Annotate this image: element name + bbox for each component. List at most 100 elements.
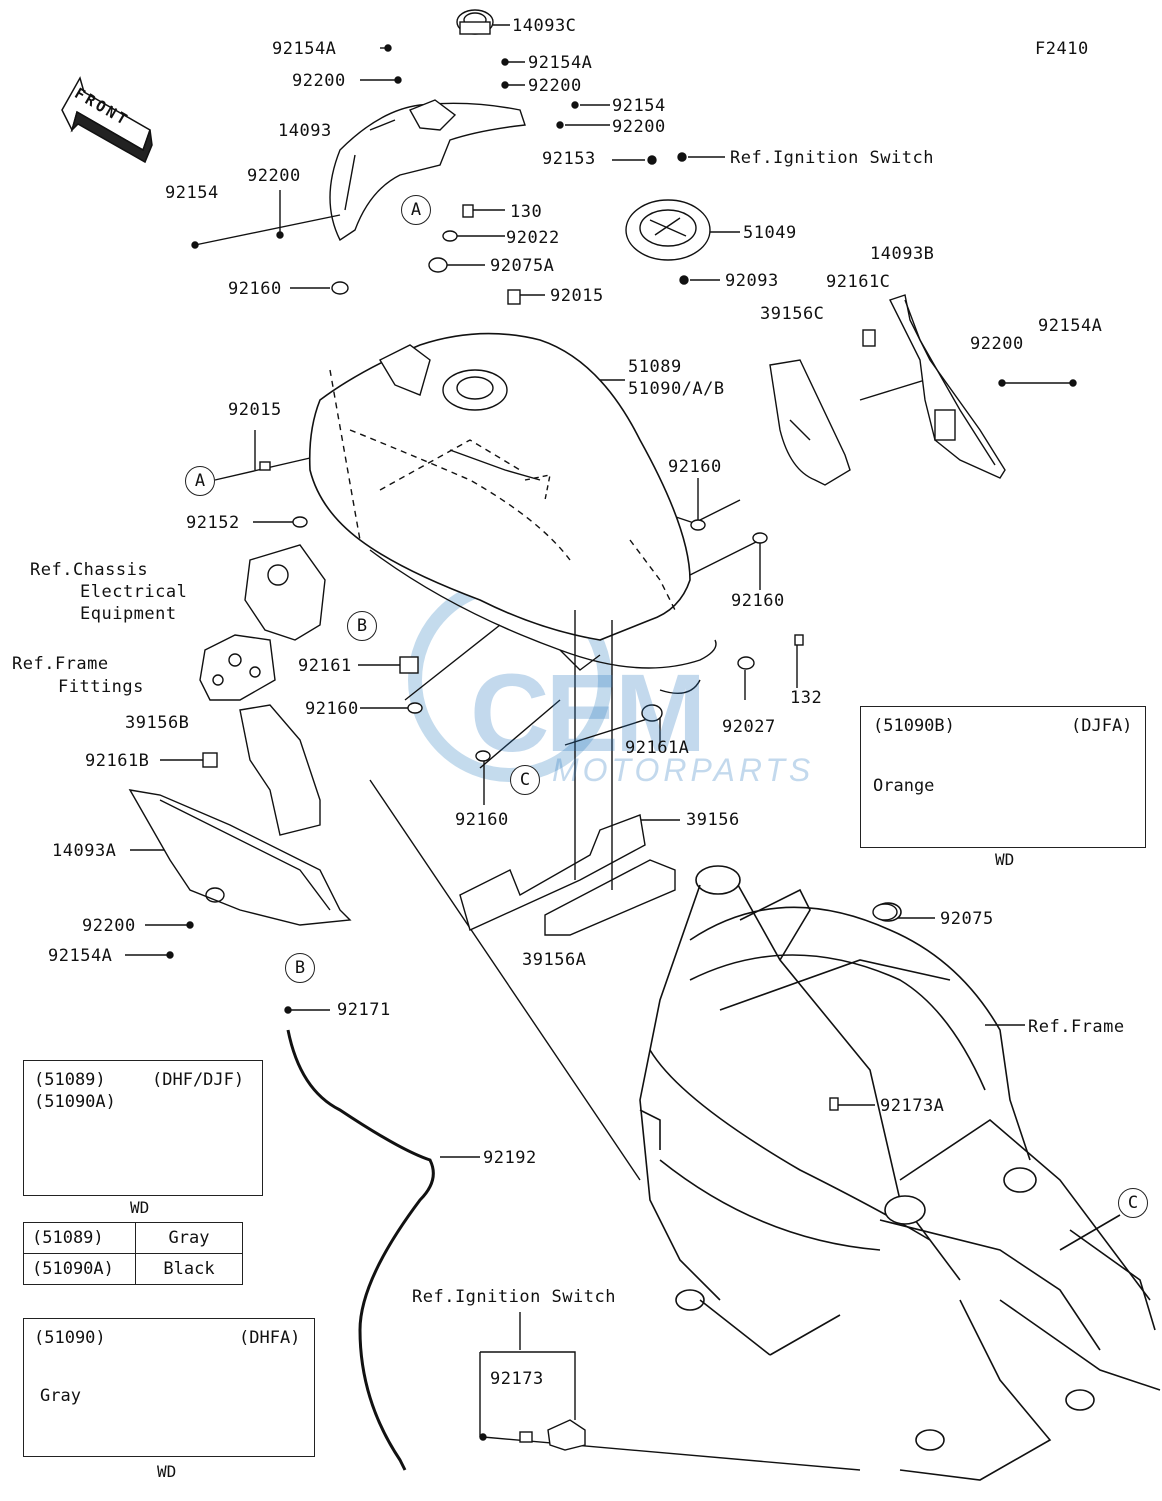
callout-39156C[interactable]: 39156C — [760, 304, 825, 324]
ref-chassis-line3[interactable]: Equipment — [80, 604, 177, 624]
callout-92015[interactable]: 92015 — [550, 286, 604, 306]
callout-92161[interactable]: 92161 — [298, 656, 352, 676]
variant-box-djfa: (51090B) (DJFA) Orange — [860, 706, 1146, 848]
callout-92200[interactable]: 92200 — [970, 334, 1024, 354]
cap-14093C — [456, 9, 494, 35]
variant-model: (DHF/DJF) — [152, 1070, 245, 1090]
ref-frame[interactable]: Ref.Frame — [1028, 1017, 1125, 1037]
ref-chassis-line1[interactable]: Ref.Chassis — [30, 560, 149, 580]
callout-92154[interactable]: 92154 — [165, 183, 219, 203]
callout-92154[interactable]: 92154 — [612, 96, 666, 116]
ref-circle-c: C — [1118, 1188, 1148, 1218]
plate-chassis-electrical — [244, 544, 326, 641]
variant-color-label: Orange — [873, 776, 935, 796]
pad-39156A — [544, 859, 676, 936]
callout-92173[interactable]: 92173 — [490, 1369, 544, 1389]
callout-92161B[interactable]: 92161B — [85, 751, 150, 771]
callout-14093C[interactable]: 14093C — [512, 16, 577, 36]
hose-92192 — [286, 1029, 435, 1471]
callout-92160[interactable]: 92160 — [228, 279, 282, 299]
callout-92075[interactable]: 92075 — [940, 909, 994, 929]
callout-92027[interactable]: 92027 — [722, 717, 776, 737]
ref-circle-b: B — [347, 611, 377, 641]
callout-14093B[interactable]: 14093B — [870, 244, 935, 264]
callout-132[interactable]: 132 — [790, 688, 823, 708]
callout-92160[interactable]: 92160 — [455, 810, 509, 830]
callout-51049[interactable]: 51049 — [743, 223, 797, 243]
cover-14093A — [128, 789, 352, 926]
pad-39156 — [459, 814, 646, 931]
ref-circle-a: A — [185, 466, 215, 496]
table-cell: (51090A) — [23, 1253, 136, 1285]
table-row: (51089) Gray — [23, 1222, 243, 1254]
callout-39156A[interactable]: 39156A — [522, 950, 587, 970]
callout-92160[interactable]: 92160 — [305, 699, 359, 719]
fuel-tank-51089 — [308, 332, 717, 694]
bracket-frame-fitting — [199, 634, 276, 701]
variant-code: (51090B) — [873, 716, 955, 736]
ref-frame-fittings-line1[interactable]: Ref.Frame — [12, 654, 109, 674]
variant-box-dhfa: (51090) (DHFA) Gray — [23, 1318, 315, 1457]
callout-92153[interactable]: 92153 — [542, 149, 596, 169]
variant-box-dhf-djf: (51089) (51090A) (DHF/DJF) — [23, 1060, 263, 1196]
ref-ignition-switch-bottom[interactable]: Ref.Ignition Switch — [412, 1287, 616, 1307]
callout-92160[interactable]: 92160 — [668, 457, 722, 477]
callout-92200[interactable]: 92200 — [612, 117, 666, 137]
callout-92160[interactable]: 92160 — [731, 591, 785, 611]
callout-92152[interactable]: 92152 — [186, 513, 240, 533]
callout-92015[interactable]: 92015 — [228, 400, 282, 420]
callout-92200[interactable]: 92200 — [247, 166, 301, 186]
ignition-switch-part — [479, 1351, 586, 1451]
callout-92154A[interactable]: 92154A — [272, 39, 337, 59]
callout-92154A[interactable]: 92154A — [48, 946, 113, 966]
callout-130[interactable]: 130 — [510, 202, 543, 222]
callout-92161C[interactable]: 92161C — [826, 272, 891, 292]
grommets — [202, 204, 898, 1443]
variant-caption: WD — [995, 850, 1015, 869]
callout-92161A[interactable]: 92161A — [625, 738, 690, 758]
ref-chassis-line2[interactable]: Electrical — [80, 582, 188, 602]
variant-model: (DHFA) — [239, 1328, 301, 1348]
variant-caption: WD — [130, 1198, 150, 1217]
callout-92154A[interactable]: 92154A — [528, 53, 593, 73]
filler-51049 — [625, 199, 711, 261]
variant-color-label: Gray — [40, 1386, 81, 1406]
color-table: (51089) Gray (51090A) Black — [23, 1222, 243, 1285]
callout-92200[interactable]: 92200 — [292, 71, 346, 91]
frame — [639, 865, 1161, 1481]
callout-92093[interactable]: 92093 — [725, 271, 779, 291]
callout-92022[interactable]: 92022 — [506, 228, 560, 248]
callout-39156[interactable]: 39156 — [686, 810, 740, 830]
callout-92075A[interactable]: 92075A — [490, 256, 555, 276]
cover-14093 — [329, 99, 526, 242]
table-cell: Gray — [135, 1222, 243, 1254]
callout-92154A[interactable]: 92154A — [1038, 316, 1103, 336]
callout-92173A[interactable]: 92173A — [880, 1096, 945, 1116]
callout-14093A[interactable]: 14093A — [52, 841, 117, 861]
callout-92171[interactable]: 92171 — [337, 1000, 391, 1020]
callout-92200[interactable]: 92200 — [528, 76, 582, 96]
table-cell: Black — [135, 1253, 243, 1285]
ref-circle-a: A — [401, 195, 431, 225]
front-arrow-icon — [61, 76, 153, 164]
pad-39156C — [769, 359, 851, 486]
figure-id: F2410 — [1035, 39, 1089, 59]
fasteners — [166, 44, 1077, 1441]
watermark-subtitle: MOTORPARTS — [552, 752, 815, 788]
ref-ignition-switch-top[interactable]: Ref.Ignition Switch — [730, 148, 934, 168]
callout-51090-a-b[interactable]: 51090/A/B — [628, 379, 725, 399]
ref-circle-c: C — [510, 765, 540, 795]
ref-frame-fittings-line2[interactable]: Fittings — [58, 677, 144, 697]
callout-14093[interactable]: 14093 — [278, 121, 332, 141]
leader-lines — [125, 24, 1070, 1471]
callout-39156B[interactable]: 39156B — [125, 713, 190, 733]
variant-model: (DJFA) — [1071, 716, 1133, 736]
variant-code: (51090A) — [34, 1092, 116, 1112]
callout-92192[interactable]: 92192 — [483, 1148, 537, 1168]
callout-92200[interactable]: 92200 — [82, 916, 136, 936]
variant-caption: WD — [157, 1462, 177, 1481]
callout-51089[interactable]: 51089 — [628, 357, 682, 377]
variant-code: (51089) — [34, 1070, 106, 1090]
pad-39156B — [239, 704, 321, 836]
